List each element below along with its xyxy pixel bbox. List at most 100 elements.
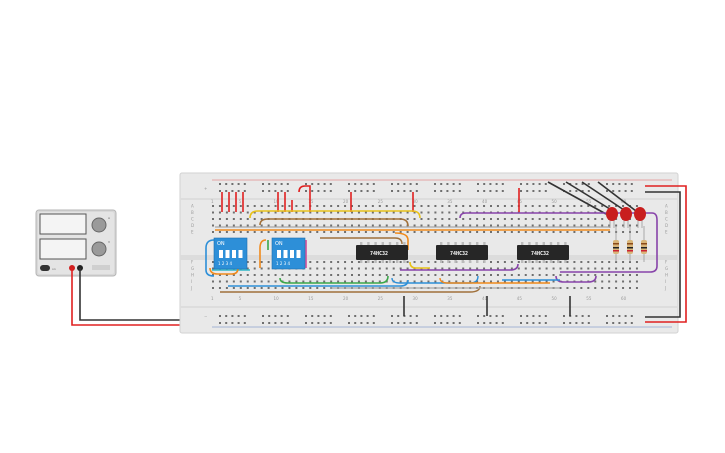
hole[interactable] xyxy=(420,261,423,263)
hole[interactable] xyxy=(559,274,562,276)
hole[interactable] xyxy=(212,211,214,214)
wire-blue-bottom-2[interactable] xyxy=(391,275,479,284)
hole[interactable] xyxy=(295,287,298,289)
hole[interactable] xyxy=(246,205,249,207)
hole[interactable] xyxy=(455,231,458,233)
rail-hole[interactable] xyxy=(360,322,363,324)
rail-hole[interactable] xyxy=(391,322,393,324)
hole[interactable] xyxy=(559,205,562,207)
hole[interactable] xyxy=(246,224,249,227)
hole[interactable] xyxy=(330,211,333,214)
hole[interactable] xyxy=(594,205,597,207)
wire-purple-right[interactable] xyxy=(560,212,658,273)
hole[interactable] xyxy=(253,287,256,289)
rail-hole[interactable] xyxy=(243,322,246,324)
hole[interactable] xyxy=(587,287,590,289)
hole[interactable] xyxy=(469,205,472,207)
hole[interactable] xyxy=(295,205,298,207)
hole[interactable] xyxy=(281,274,284,276)
hole[interactable] xyxy=(239,287,242,289)
rail-hole[interactable] xyxy=(409,315,412,317)
hole[interactable] xyxy=(212,287,214,289)
wire-blue-bottom-1[interactable] xyxy=(228,279,409,287)
hole[interactable] xyxy=(302,280,305,283)
rail-hole[interactable] xyxy=(311,183,314,185)
hole[interactable] xyxy=(212,224,214,227)
rail-hole[interactable] xyxy=(587,183,590,185)
hole[interactable] xyxy=(212,205,214,207)
rail-hole[interactable] xyxy=(483,322,486,324)
rail-hole[interactable] xyxy=(243,315,246,317)
hole[interactable] xyxy=(364,211,367,214)
rail-hole[interactable] xyxy=(237,315,240,317)
hole[interactable] xyxy=(635,261,638,263)
rail-hole[interactable] xyxy=(391,315,393,317)
hole[interactable] xyxy=(337,211,340,214)
rail-hole[interactable] xyxy=(606,183,608,185)
rail-hole[interactable] xyxy=(495,183,498,185)
rail-hole[interactable] xyxy=(286,190,289,192)
rail-hole[interactable] xyxy=(575,190,578,192)
rail-hole[interactable] xyxy=(434,322,436,324)
hole[interactable] xyxy=(371,205,374,207)
hole[interactable] xyxy=(635,287,638,289)
hole[interactable] xyxy=(524,205,527,207)
rail-hole[interactable] xyxy=(311,190,314,192)
rail-hole[interactable] xyxy=(618,183,621,185)
hole[interactable] xyxy=(496,274,499,276)
hole[interactable] xyxy=(573,261,576,263)
hole[interactable] xyxy=(566,274,569,276)
hole[interactable] xyxy=(274,287,277,289)
rail-hole[interactable] xyxy=(268,183,271,185)
hole[interactable] xyxy=(218,274,221,276)
hole[interactable] xyxy=(559,267,562,270)
rail-hole[interactable] xyxy=(477,315,479,317)
rail-hole[interactable] xyxy=(606,322,608,324)
rail-hole[interactable] xyxy=(280,183,283,185)
hole[interactable] xyxy=(483,280,486,283)
hole[interactable] xyxy=(246,211,249,214)
hole[interactable] xyxy=(573,274,576,276)
hole[interactable] xyxy=(218,211,221,214)
rail-hole[interactable] xyxy=(397,183,400,185)
hole[interactable] xyxy=(608,231,611,233)
wire-black-diag-1[interactable] xyxy=(547,181,607,215)
hole[interactable] xyxy=(232,274,235,276)
hole[interactable] xyxy=(378,224,381,227)
hole[interactable] xyxy=(448,274,451,276)
rail-hole[interactable] xyxy=(262,190,264,192)
hole[interactable] xyxy=(601,280,604,283)
hole[interactable] xyxy=(490,231,492,233)
hole[interactable] xyxy=(316,231,319,233)
hole[interactable] xyxy=(351,231,353,233)
hole[interactable] xyxy=(267,224,270,227)
hole[interactable] xyxy=(434,267,437,270)
hole[interactable] xyxy=(601,218,604,220)
hole[interactable] xyxy=(309,274,312,276)
rail-hole[interactable] xyxy=(372,315,375,317)
hole[interactable] xyxy=(594,287,597,289)
rail-hole[interactable] xyxy=(489,190,492,192)
hole[interactable] xyxy=(622,267,625,270)
hole[interactable] xyxy=(503,280,506,283)
rail-hole[interactable] xyxy=(366,315,369,317)
wire-orange-chip[interactable] xyxy=(394,232,409,250)
rail-hole[interactable] xyxy=(397,190,400,192)
rail-hole[interactable] xyxy=(415,190,418,192)
hole[interactable] xyxy=(462,280,465,283)
rail-hole[interactable] xyxy=(587,322,590,324)
hole[interactable] xyxy=(622,205,625,207)
hole[interactable] xyxy=(517,261,520,263)
rail-hole[interactable] xyxy=(243,190,246,192)
hole[interactable] xyxy=(323,280,326,283)
hole[interactable] xyxy=(323,261,326,263)
rail-hole[interactable] xyxy=(323,315,326,317)
rail-hole[interactable] xyxy=(219,322,221,324)
rail-hole[interactable] xyxy=(262,183,264,185)
rail-hole[interactable] xyxy=(606,315,608,317)
hole[interactable] xyxy=(462,231,465,233)
hole[interactable] xyxy=(281,224,284,227)
rail-hole[interactable] xyxy=(526,315,529,317)
hole[interactable] xyxy=(302,287,305,289)
rail-hole[interactable] xyxy=(237,190,240,192)
